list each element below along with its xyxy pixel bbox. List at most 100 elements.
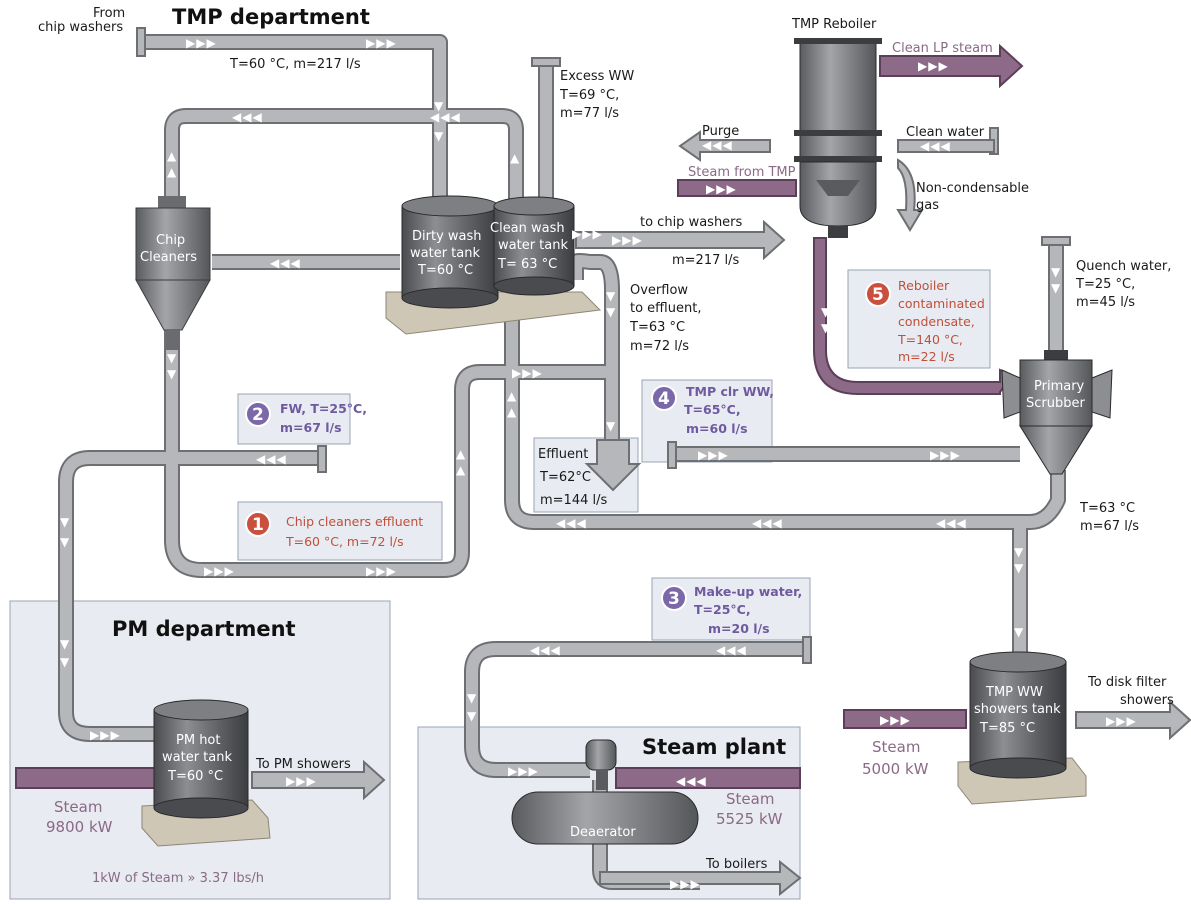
- svg-text:▶▶▶: ▶▶▶: [930, 448, 961, 462]
- callout-5-text-5: m=22 l/s: [898, 349, 955, 364]
- quench-label-3: m=45 l/s: [1076, 295, 1135, 310]
- svg-text:▶▶▶: ▶▶▶: [286, 774, 317, 788]
- callout-5-badge: [865, 281, 891, 307]
- svg-text:▶▶▶: ▶▶▶: [572, 227, 603, 241]
- svg-text:◀◀◀: ◀◀◀: [232, 110, 263, 124]
- to-disk-filter-label-2: showers: [1120, 693, 1174, 708]
- svg-text:▲: ▲: [167, 165, 177, 179]
- svg-text:◀◀◀: ◀◀◀: [702, 138, 733, 152]
- deaerator-label: Deaerator: [570, 825, 636, 840]
- plant-steam-label-1: Steam: [726, 790, 774, 808]
- dirty-wash-label-3: T=60 °C: [417, 263, 473, 278]
- steam-from-tmp-label: Steam from TMP: [688, 165, 796, 180]
- svg-text:▼: ▼: [60, 655, 70, 669]
- svg-text:▶▶▶: ▶▶▶: [698, 448, 729, 462]
- effluent-label-3: m=144 l/s: [540, 493, 607, 508]
- svg-text:▶▶▶: ▶▶▶: [512, 366, 543, 380]
- callout-1-text-1: Chip cleaners effluent: [286, 514, 423, 529]
- svg-text:▲: ▲: [510, 151, 520, 165]
- primary-scrubber-label-2: Scrubber: [1026, 396, 1085, 411]
- svg-text:◀◀◀: ◀◀◀: [936, 516, 967, 530]
- callout-5-text-3: condensate,: [898, 314, 975, 329]
- svg-text:▼: ▼: [1051, 281, 1061, 295]
- callout-2-text-1: FW, T=25°C,: [280, 401, 367, 416]
- callout-1-number: 1: [252, 515, 264, 535]
- svg-text:▶▶▶: ▶▶▶: [90, 728, 121, 742]
- svg-text:▲: ▲: [167, 149, 177, 163]
- pm-hot-water-tank: [153, 699, 249, 819]
- svg-text:▲: ▲: [456, 447, 466, 461]
- callout-2-text-2: m=67 l/s: [280, 420, 342, 435]
- svg-text:▼: ▼: [60, 535, 70, 549]
- plant-steam-label-2: 5525 kW: [716, 810, 783, 828]
- to-chip-washers-label: to chip washers: [640, 215, 743, 230]
- chip-washers-flow-label: T=60 °C, m=217 l/s: [229, 57, 361, 72]
- callout-4-badge: [651, 385, 677, 411]
- excess-ww-label-2: T=69 °C,: [559, 88, 619, 103]
- svg-text:◀◀◀: ◀◀◀: [716, 643, 747, 657]
- svg-text:▼: ▼: [821, 305, 831, 319]
- to-pm-showers-label: To PM showers: [255, 757, 351, 772]
- tmp-department-title: TMP department: [172, 5, 370, 29]
- to-chip-washers-m-label: m=217 l/s: [672, 253, 739, 268]
- overflow-label-1: Overflow: [630, 283, 688, 298]
- svg-text:▼: ▼: [467, 709, 477, 723]
- pm-hot-label-2: water tank: [162, 750, 232, 765]
- callout-4-text-3: m=60 l/s: [686, 421, 748, 436]
- tmp-ww-label-3: T=85 °C: [979, 721, 1035, 736]
- svg-text:◀◀◀: ◀◀◀: [270, 256, 301, 270]
- svg-text:◀◀◀: ◀◀◀: [920, 139, 951, 153]
- callout-2-number: 2: [252, 405, 264, 425]
- primary-scrubber: [1001, 350, 1113, 475]
- effluent-label-2: T=62°C: [539, 470, 591, 485]
- svg-text:▲: ▲: [507, 389, 517, 403]
- pm-steam-label-1: Steam: [54, 798, 102, 816]
- tmp-steam-label-2: 5000 kW: [862, 760, 929, 778]
- svg-text:▶▶▶: ▶▶▶: [880, 713, 911, 727]
- svg-text:▼: ▼: [821, 321, 831, 335]
- svg-text:▶▶▶: ▶▶▶: [186, 36, 217, 50]
- quench-label-2: T=25 °C,: [1075, 277, 1135, 292]
- tmp-steam-label-1: Steam: [872, 738, 920, 756]
- from-chip-washers-label-1: From: [93, 6, 125, 21]
- svg-text:▼: ▼: [606, 289, 616, 303]
- dirty-wash-label-2: water tank: [410, 246, 480, 261]
- purge-label: Purge: [702, 124, 739, 139]
- svg-text:◀◀◀: ◀◀◀: [530, 643, 561, 657]
- clean-wash-label-1: Clean wash: [490, 221, 565, 236]
- svg-text:▲: ▲: [456, 463, 466, 477]
- callout-1-badge: [245, 511, 271, 537]
- excess-ww-label-3: m=77 l/s: [560, 106, 619, 121]
- svg-text:▶▶▶: ▶▶▶: [366, 564, 397, 578]
- svg-text:▼: ▼: [467, 691, 477, 705]
- callout-4-text-2: T=65°C,: [684, 402, 741, 417]
- callout-3-badge: [661, 585, 687, 611]
- dirty-wash-label-1: Dirty wash: [412, 229, 482, 244]
- callout-5-text-4: T=140 °C,: [897, 332, 963, 347]
- scrubber-out-label-2: m=67 l/s: [1080, 519, 1139, 534]
- pm-hot-label-1: PM hot: [176, 733, 220, 748]
- svg-text:▶▶▶: ▶▶▶: [670, 877, 701, 891]
- chip-cleaners-label-1: Chip: [156, 233, 185, 248]
- effluent-label-1: Effluent: [538, 447, 588, 462]
- callout-2-badge: [245, 401, 271, 427]
- svg-text:▶▶▶: ▶▶▶: [366, 36, 397, 50]
- svg-text:▼: ▼: [1014, 625, 1024, 639]
- callout-3-number: 3: [668, 589, 680, 609]
- callout-3-text-2: T=25°C,: [694, 602, 751, 617]
- clean-water-label: Clean water: [906, 125, 985, 140]
- svg-text:▲: ▲: [507, 405, 517, 419]
- chip-cleaners: [135, 196, 211, 350]
- overflow-label-3: T=63 °C: [629, 320, 685, 335]
- scrubber-out-label-1: T=63 °C: [1079, 501, 1135, 516]
- callout-3-text-1: Make-up water,: [694, 584, 802, 599]
- steam-conversion-note: 1kW of Steam » 3.37 lbs/h: [92, 871, 264, 886]
- svg-text:▼: ▼: [434, 129, 444, 143]
- clean-lp-steam-label: Clean LP steam: [892, 41, 993, 56]
- callout-1-text-2: T=60 °C, m=72 l/s: [285, 534, 404, 549]
- non-condensable-label-2: gas: [916, 198, 939, 213]
- callout-4-number: 4: [658, 389, 670, 409]
- excess-ww-label-1: Excess WW: [560, 69, 634, 84]
- svg-text:▼: ▼: [167, 367, 177, 381]
- primary-scrubber-label-1: Primary: [1034, 379, 1085, 394]
